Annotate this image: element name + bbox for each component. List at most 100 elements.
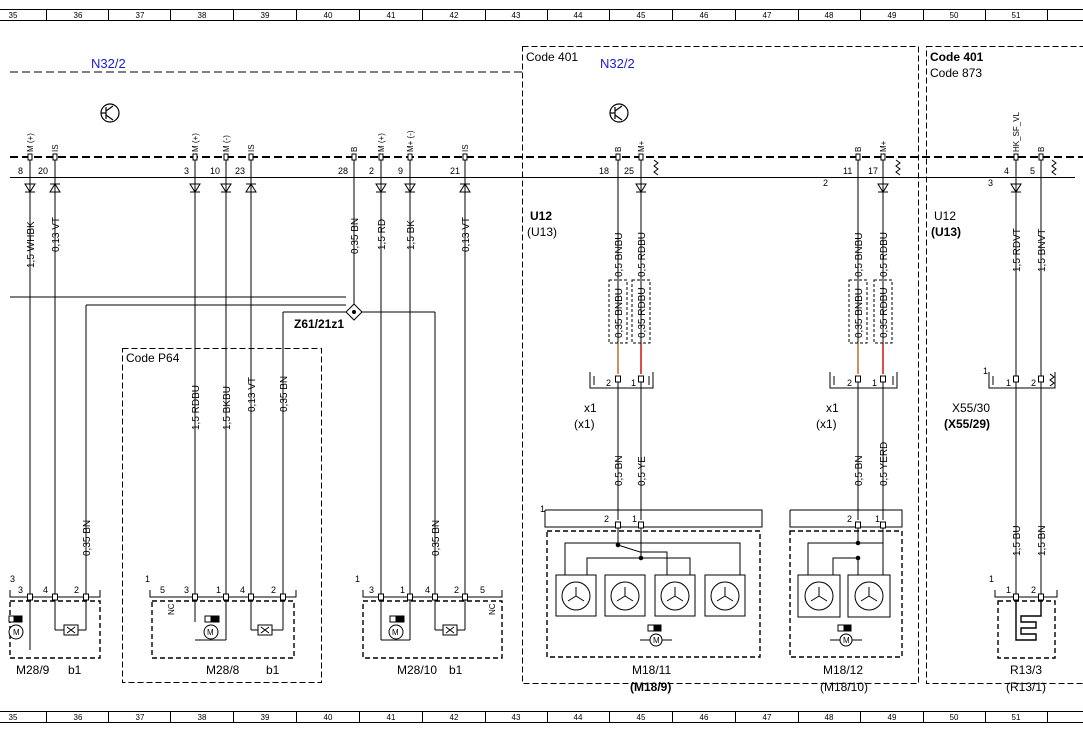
pin-number: 4 bbox=[240, 585, 245, 595]
pin-number: 3 bbox=[184, 166, 189, 176]
x1-label: x1 bbox=[826, 401, 839, 415]
ruler-label: 49 bbox=[888, 11, 897, 20]
pin-number: 5 bbox=[480, 585, 485, 595]
m28-10-component bbox=[362, 590, 503, 659]
control-unit-boundary bbox=[10, 71, 1083, 158]
ruler-label: 47 bbox=[763, 11, 772, 20]
m18-10-label: (M18/10) bbox=[820, 680, 868, 694]
pin-number: 1 bbox=[1006, 378, 1011, 388]
pin-number: 2 bbox=[1031, 585, 1036, 595]
wire-label: 0,35 BN bbox=[431, 520, 442, 556]
wire-label: 0,5 RDBU bbox=[879, 232, 890, 277]
m28-8-label: M28/8 bbox=[206, 663, 240, 677]
pin-number: 2 bbox=[606, 378, 611, 388]
bottom-ruler bbox=[0, 711, 1083, 723]
b1-label: b1 bbox=[266, 663, 280, 677]
ruler-label: 50 bbox=[950, 713, 959, 722]
ruler-label: 44 bbox=[574, 713, 583, 722]
pin-number: 1 bbox=[1006, 585, 1011, 595]
pin-tag: IS bbox=[247, 144, 256, 152]
transistor-icon bbox=[100, 103, 120, 123]
wire-label: 0,13 VT bbox=[247, 377, 258, 412]
x55-label: X55/30 bbox=[952, 401, 990, 415]
pin-number: 8 bbox=[18, 166, 23, 176]
pin-number: 1 bbox=[875, 514, 880, 524]
wire-label: 0,35 BN bbox=[279, 376, 290, 412]
ruler-label: 41 bbox=[387, 713, 396, 722]
pin-number: 10 bbox=[210, 166, 220, 176]
r13-1-label: (R13/1) bbox=[1006, 680, 1046, 694]
fan-icon bbox=[561, 581, 591, 611]
ruler-label: 36 bbox=[74, 11, 83, 20]
n32-label: N32/2 bbox=[91, 56, 126, 71]
pin-number: 4 bbox=[43, 585, 48, 595]
pin-number: 5 bbox=[160, 585, 165, 595]
code-401-873-box bbox=[926, 46, 1083, 684]
wire-label: 0,13 VT bbox=[461, 217, 472, 252]
pin-tag: IS bbox=[461, 144, 470, 152]
pin-number: 1 bbox=[400, 585, 405, 595]
ruler-label: 49 bbox=[888, 713, 897, 722]
m18-12-component bbox=[789, 509, 903, 658]
wire-label: 1,5 BKBU bbox=[222, 386, 233, 430]
code-boxes bbox=[122, 46, 1083, 684]
wire-label: 0,13 VT bbox=[51, 217, 62, 252]
wire-label: 0,5 YERD bbox=[879, 442, 890, 486]
m18-11-label: M18/11 bbox=[632, 663, 671, 677]
m18-11-component bbox=[544, 509, 763, 658]
x1-pins: 2 1 2 1 bbox=[606, 378, 877, 388]
motor-icon: M bbox=[13, 628, 20, 637]
pin-tag: B bbox=[350, 147, 359, 152]
code-873-label: Code 873 bbox=[930, 66, 982, 80]
wire-label: 0,35 RDBU bbox=[879, 287, 890, 338]
wire-label: 1,5 RDVT bbox=[1012, 228, 1023, 272]
pin-tag: M+ (-) bbox=[406, 130, 415, 152]
ruler-label: 51 bbox=[1012, 11, 1021, 20]
connector-x1 bbox=[829, 372, 898, 389]
motor-icon: M bbox=[207, 628, 214, 637]
connector-x55 bbox=[988, 372, 1056, 389]
module-pin-numbers: 8 20 3 10 23 28 2 9 21 18 25 2 11 17 3 4… bbox=[18, 166, 1035, 188]
ruler-label: 48 bbox=[825, 713, 834, 722]
nc-label: NC bbox=[488, 603, 497, 615]
wire-labels: 1,5 WHBK 0,13 VT 0,35 BN 1,5 RD 1,5 BK 0… bbox=[26, 217, 1048, 556]
x55-label: (X55/29) bbox=[944, 417, 990, 431]
pin-number: 2 bbox=[823, 178, 828, 188]
splice-label: Z61/21z1 bbox=[294, 317, 344, 331]
ruler-label: 35 bbox=[9, 713, 18, 722]
ruler-label: 50 bbox=[950, 11, 959, 20]
wire-sleeves bbox=[608, 279, 893, 344]
m28-8-component bbox=[149, 590, 297, 659]
wires bbox=[10, 160, 1042, 598]
pin-tag: B bbox=[614, 147, 623, 152]
pin-number: 20 bbox=[38, 166, 48, 176]
motor-icon: M bbox=[653, 636, 660, 645]
lower-pin-numbers: 3 4 2 5 3 1 4 2 3 1 4 2 5 2 1 2 1 1 2 1 … bbox=[10, 504, 1036, 595]
wire-label: 1,5 RD bbox=[377, 219, 388, 250]
pin-tag: M+ bbox=[637, 140, 646, 152]
pin-number: 3 bbox=[369, 585, 374, 595]
code-p64-label: Code P64 bbox=[126, 351, 180, 365]
pin-number: 2 bbox=[1031, 378, 1036, 388]
pin-number: 1 bbox=[145, 574, 150, 584]
pin-number: 28 bbox=[338, 166, 348, 176]
u13-label: (U13) bbox=[931, 225, 961, 239]
ruler-label: 39 bbox=[261, 713, 270, 722]
pin-number: 3 bbox=[18, 585, 23, 595]
ruler-label: 46 bbox=[700, 713, 709, 722]
pin-number: 17 bbox=[868, 166, 878, 176]
bottom-ruler-labels: 35 36 37 38 39 40 41 42 43 44 45 46 47 4… bbox=[9, 713, 1021, 722]
resistor-icon bbox=[653, 159, 1057, 176]
heater-icon bbox=[1015, 600, 1042, 641]
wire-label: 1,5 WHBK bbox=[26, 221, 37, 268]
nc-labels: NC NC bbox=[167, 603, 497, 615]
pin-number: 21 bbox=[450, 166, 460, 176]
pin-number: 9 bbox=[398, 166, 403, 176]
r13-3-component bbox=[994, 590, 1058, 659]
ruler-label: 36 bbox=[74, 713, 83, 722]
pin-number: 2 bbox=[847, 378, 852, 388]
pin-number: 1 bbox=[632, 514, 637, 524]
pin-number: 3 bbox=[184, 585, 189, 595]
wire-label: 1,5 BN bbox=[1037, 525, 1048, 556]
